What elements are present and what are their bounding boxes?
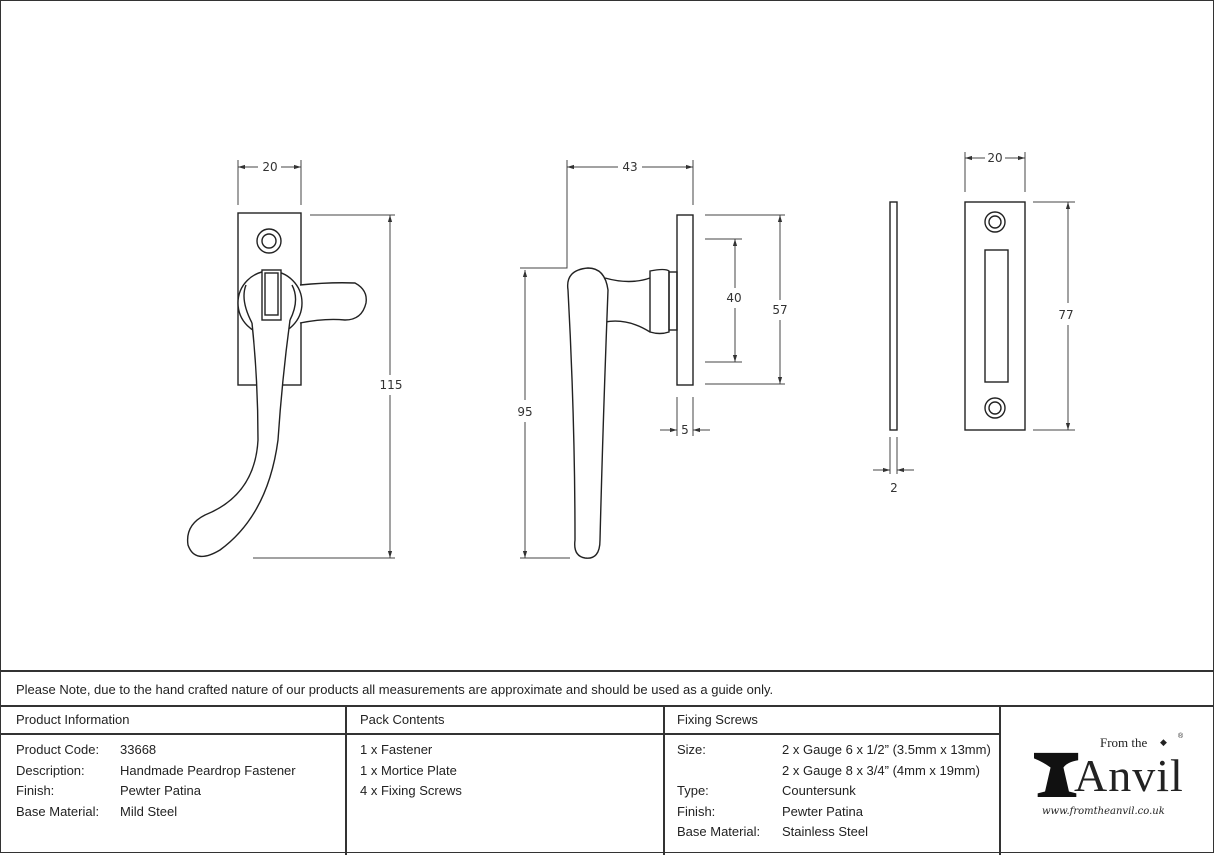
dim-backplate-inner: 40	[726, 291, 741, 305]
row-value: Mild Steel	[120, 804, 178, 819]
fixing-screws-title: Fixing Screws	[677, 712, 758, 727]
list-item: 1 x Mortice Plate	[360, 763, 457, 778]
divider	[345, 705, 347, 855]
dim-mortice-width: 20	[987, 151, 1002, 165]
logo-anvil: Anvil	[1074, 750, 1184, 801]
row-label: Size:	[677, 742, 706, 757]
mortice-plate-view	[889, 201, 1026, 431]
list-item: 1 x Fastener	[360, 742, 433, 757]
row-value: Stainless Steel	[782, 824, 868, 839]
finish-row: Finish: Pewter Patina	[16, 783, 201, 799]
anvil-icon	[1034, 752, 1079, 797]
dim-backplate-thickness: 5	[681, 423, 689, 437]
divider	[663, 705, 665, 855]
row-label: Base Material:	[677, 824, 761, 839]
row-label: Base Material:	[16, 804, 100, 819]
measurement-note: Please Note, due to the hand crafted nat…	[16, 682, 774, 697]
info-panel: Please Note, due to the hand crafted nat…	[0, 670, 1214, 855]
base-material-row: Base Material: Stainless Steel	[677, 824, 868, 840]
fastener-front-view	[186, 212, 367, 558]
from-the-anvil-logo: From the ◆ ® Anvil www.fromtheanvil.co.u…	[1000, 707, 1214, 855]
logo-from-the: From the	[1100, 735, 1148, 750]
divider	[0, 733, 1000, 735]
dim-backplate-height: 57	[772, 303, 787, 317]
row-label: Product Code:	[16, 742, 100, 757]
dimension-lines	[237, 152, 1075, 559]
base-material-row: Base Material: Mild Steel	[16, 804, 177, 820]
logo-url: www.fromtheanvil.co.uk	[1042, 806, 1165, 817]
row-value: 2 x Gauge 6 x 1/2” (3.5mm x 13mm)	[782, 742, 991, 757]
row-value: Pewter Patina	[782, 804, 863, 819]
type-row: Type: Countersunk	[677, 783, 856, 799]
dim-side-depth: 43	[622, 160, 637, 174]
row-label: Finish:	[16, 783, 55, 798]
logo-registered: ®	[1178, 733, 1184, 740]
divider	[999, 705, 1001, 855]
pack-contents-title: Pack Contents	[360, 712, 445, 727]
size-row: Size: 2 x Gauge 6 x 1/2” (3.5mm x 13mm)	[677, 742, 991, 758]
list-item: 4 x Fixing Screws	[360, 783, 462, 798]
finish-row: Finish: Pewter Patina	[677, 804, 863, 820]
row-value: Countersunk	[782, 783, 856, 798]
technical-drawing: 20 115 43 95 40 57 5 2 20 77	[186, 151, 1075, 559]
dim-mortice-height: 77	[1058, 308, 1073, 322]
row-value: 2 x Gauge 8 x 3/4” (4mm x 19mm)	[782, 763, 980, 778]
row-value: 33668	[120, 742, 157, 757]
fastener-side-view	[566, 214, 694, 559]
dim-front-height: 115	[380, 378, 403, 392]
row-value: Handmade Peardrop Fastener	[120, 763, 296, 778]
product-code-row: Product Code: 33668	[16, 742, 156, 758]
row-label: Finish:	[677, 804, 716, 819]
dim-mortice-thickness: 2	[890, 481, 898, 495]
row-label: Description:	[16, 763, 85, 778]
dim-front-width: 20	[262, 160, 277, 174]
diamond-icon: ◆	[1160, 737, 1167, 747]
dim-side-height: 95	[517, 405, 532, 419]
row-value: Pewter Patina	[120, 783, 201, 798]
divider	[0, 705, 1214, 707]
product-information-title: Product Information	[16, 712, 130, 727]
description-row: Description: Handmade Peardrop Fastener	[16, 763, 296, 779]
row-label: Type:	[677, 783, 709, 798]
